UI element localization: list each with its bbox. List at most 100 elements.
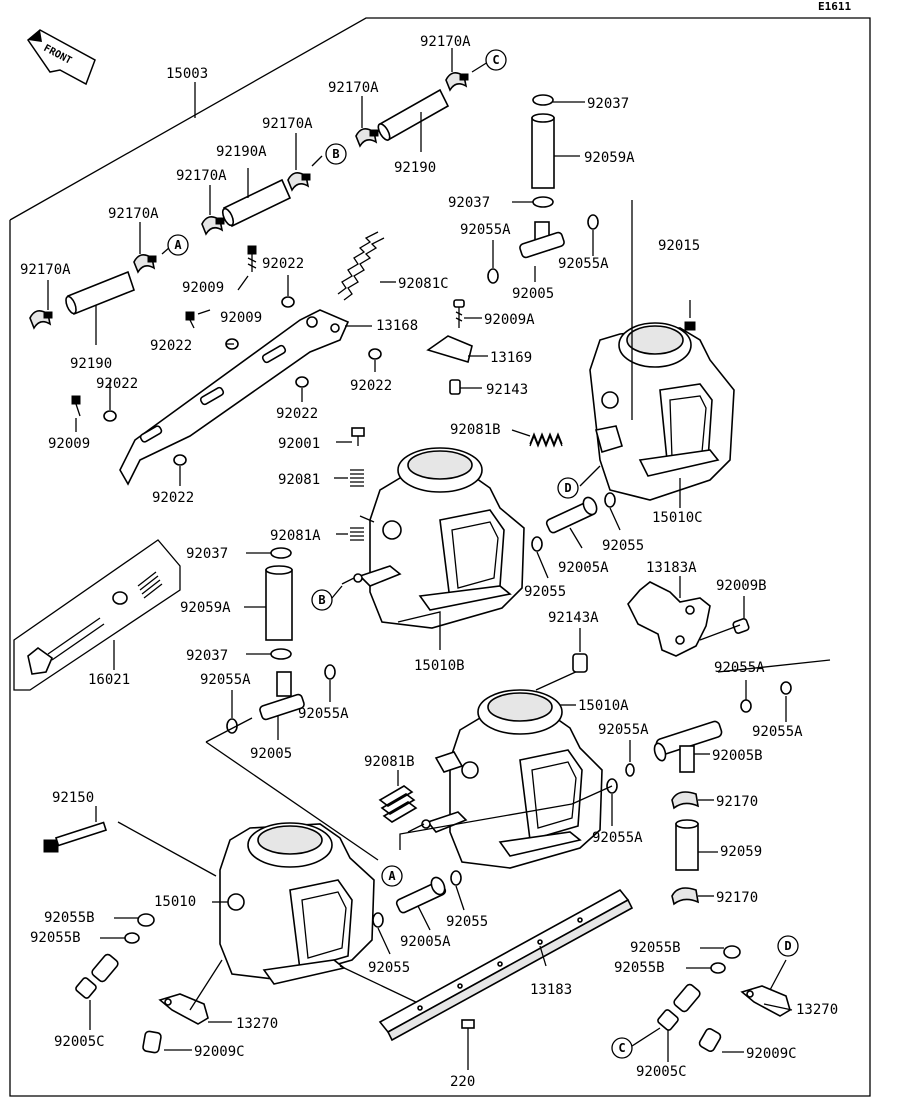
washer-92022-1 xyxy=(281,296,295,308)
carburetor-15010C xyxy=(579,200,735,508)
fuel-joint-top xyxy=(487,94,599,284)
clip-92037-top xyxy=(532,94,554,106)
part-label-92009: 92009 xyxy=(182,280,224,296)
part-label-92055: 92055 xyxy=(446,914,488,930)
part-label-92143A: 92143A xyxy=(548,610,599,626)
nipple-92005A-top xyxy=(545,496,598,534)
part-label-92037: 92037 xyxy=(448,195,490,211)
clamp-92170-2 xyxy=(671,887,700,906)
part-label-92005C: 92005C xyxy=(636,1064,687,1080)
callout-A-1: A xyxy=(167,234,189,256)
hose-92190-top xyxy=(377,88,450,142)
diagram-frame xyxy=(9,17,871,1097)
oring-92055-3 xyxy=(450,870,462,886)
oring-92055-4 xyxy=(372,912,384,928)
bolt-92009-3 xyxy=(71,395,81,417)
callout-B-1: B xyxy=(325,143,347,165)
bracket-13183A xyxy=(627,576,750,657)
part-label-92170A: 92170A xyxy=(20,262,71,278)
part-label-13168: 13168 xyxy=(376,318,418,334)
part-label-13270: 13270 xyxy=(796,1002,838,1018)
part-label-13169: 13169 xyxy=(490,350,532,366)
part-label-92190A: 92190A xyxy=(216,144,267,160)
oring-92055A-2 xyxy=(587,214,599,230)
fuel-hoses-group xyxy=(29,48,489,345)
front-arrow-icon: FRONT xyxy=(26,29,96,86)
part-label-92055A: 92055A xyxy=(298,706,349,722)
part-label-92005B: 92005B xyxy=(712,748,763,764)
part-label-16021: 16021 xyxy=(88,672,130,688)
spring-92081B-top xyxy=(529,432,563,448)
oring-92055-1 xyxy=(604,492,616,508)
fuel-joint-lower xyxy=(205,547,379,861)
oring-92055B-1 xyxy=(137,913,155,927)
screw-92009A xyxy=(453,299,465,328)
carburetor-15010 xyxy=(212,822,421,1005)
part-label-92081B: 92081B xyxy=(364,754,415,770)
part-label-92081A: 92081A xyxy=(270,528,321,544)
bracket-13270-2 xyxy=(740,985,791,1017)
plate-13169 xyxy=(426,335,473,364)
small-parts-center xyxy=(334,231,563,541)
oring-92055B-2 xyxy=(124,932,140,944)
part-label-92055A: 92055A xyxy=(200,672,251,688)
part-label-92055A: 92055A xyxy=(592,830,643,846)
part-label-92055: 92055 xyxy=(524,584,566,600)
washer-92022-4 xyxy=(295,376,309,388)
part-label-92037: 92037 xyxy=(186,648,228,664)
part-label-92143: 92143 xyxy=(486,382,528,398)
part-label-92005A: 92005A xyxy=(558,560,609,576)
lower-center-parts xyxy=(372,492,621,955)
spring-92081C xyxy=(337,231,385,301)
callout-C-1: C xyxy=(485,49,507,71)
clamp-92170A-3 xyxy=(201,216,225,236)
oring-92055-2 xyxy=(531,536,543,552)
oring-92055B-3 xyxy=(723,945,741,959)
part-label-92022: 92022 xyxy=(350,378,392,394)
part-label-92055A: 92055A xyxy=(558,256,609,272)
callout-B-2: B xyxy=(311,589,333,611)
clamp-92170A-1 xyxy=(29,310,53,330)
part-label-92081C: 92081C xyxy=(398,276,449,292)
part-label-92005C: 92005C xyxy=(54,1034,105,1050)
part-label-92055: 92055 xyxy=(368,960,410,976)
part-label-13270: 13270 xyxy=(236,1016,278,1032)
lower-right-fittings xyxy=(631,945,793,1062)
nipple-92005A-low xyxy=(395,876,447,914)
bolt-92009-2 xyxy=(185,311,195,329)
clip-92037-mid xyxy=(532,196,554,208)
oring-92055A-5 xyxy=(780,681,792,695)
throttle-sensor-box-16021 xyxy=(13,539,181,691)
part-label-15010C: 15010C xyxy=(652,510,703,526)
callout-A-2: A xyxy=(381,865,403,887)
part-labels: 15003 92170A 92037 92170A 92059A 92170A … xyxy=(20,34,838,1090)
lower-left-fittings xyxy=(75,913,232,1054)
part-label-92170A: 92170A xyxy=(420,34,471,50)
part-label-92190: 92190 xyxy=(70,356,112,372)
part-label-220: 220 xyxy=(450,1074,475,1090)
part-label-92150: 92150 xyxy=(52,790,94,806)
collar-92143A xyxy=(572,653,588,673)
part-label-15010: 15010 xyxy=(154,894,196,910)
part-label-92170A: 92170A xyxy=(108,206,159,222)
part-label-92005A: 92005A xyxy=(400,934,451,950)
clamp-92170A-4 xyxy=(287,172,311,192)
hose-92059 xyxy=(675,819,699,871)
part-label-92009C: 92009C xyxy=(194,1044,245,1060)
clamp-92170A-2 xyxy=(133,254,157,274)
part-label-92009B: 92009B xyxy=(716,578,767,594)
part-label-15010B: 15010B xyxy=(414,658,465,674)
part-label-92055B: 92055B xyxy=(30,930,81,946)
svg-text:B: B xyxy=(332,147,339,161)
part-label-92037: 92037 xyxy=(587,96,629,112)
clamp-92170A-5 xyxy=(355,128,379,148)
tjoint-92005-top xyxy=(519,221,565,259)
part-label-92005: 92005 xyxy=(250,746,292,762)
svg-text:A: A xyxy=(174,238,182,252)
spring-92081A xyxy=(350,527,364,541)
part-label-92055A: 92055A xyxy=(714,660,765,676)
part-label-92170A: 92170A xyxy=(262,116,313,132)
part-label-92059A: 92059A xyxy=(180,600,231,616)
part-label-92059A: 92059A xyxy=(584,150,635,166)
part-label-92055B: 92055B xyxy=(44,910,95,926)
